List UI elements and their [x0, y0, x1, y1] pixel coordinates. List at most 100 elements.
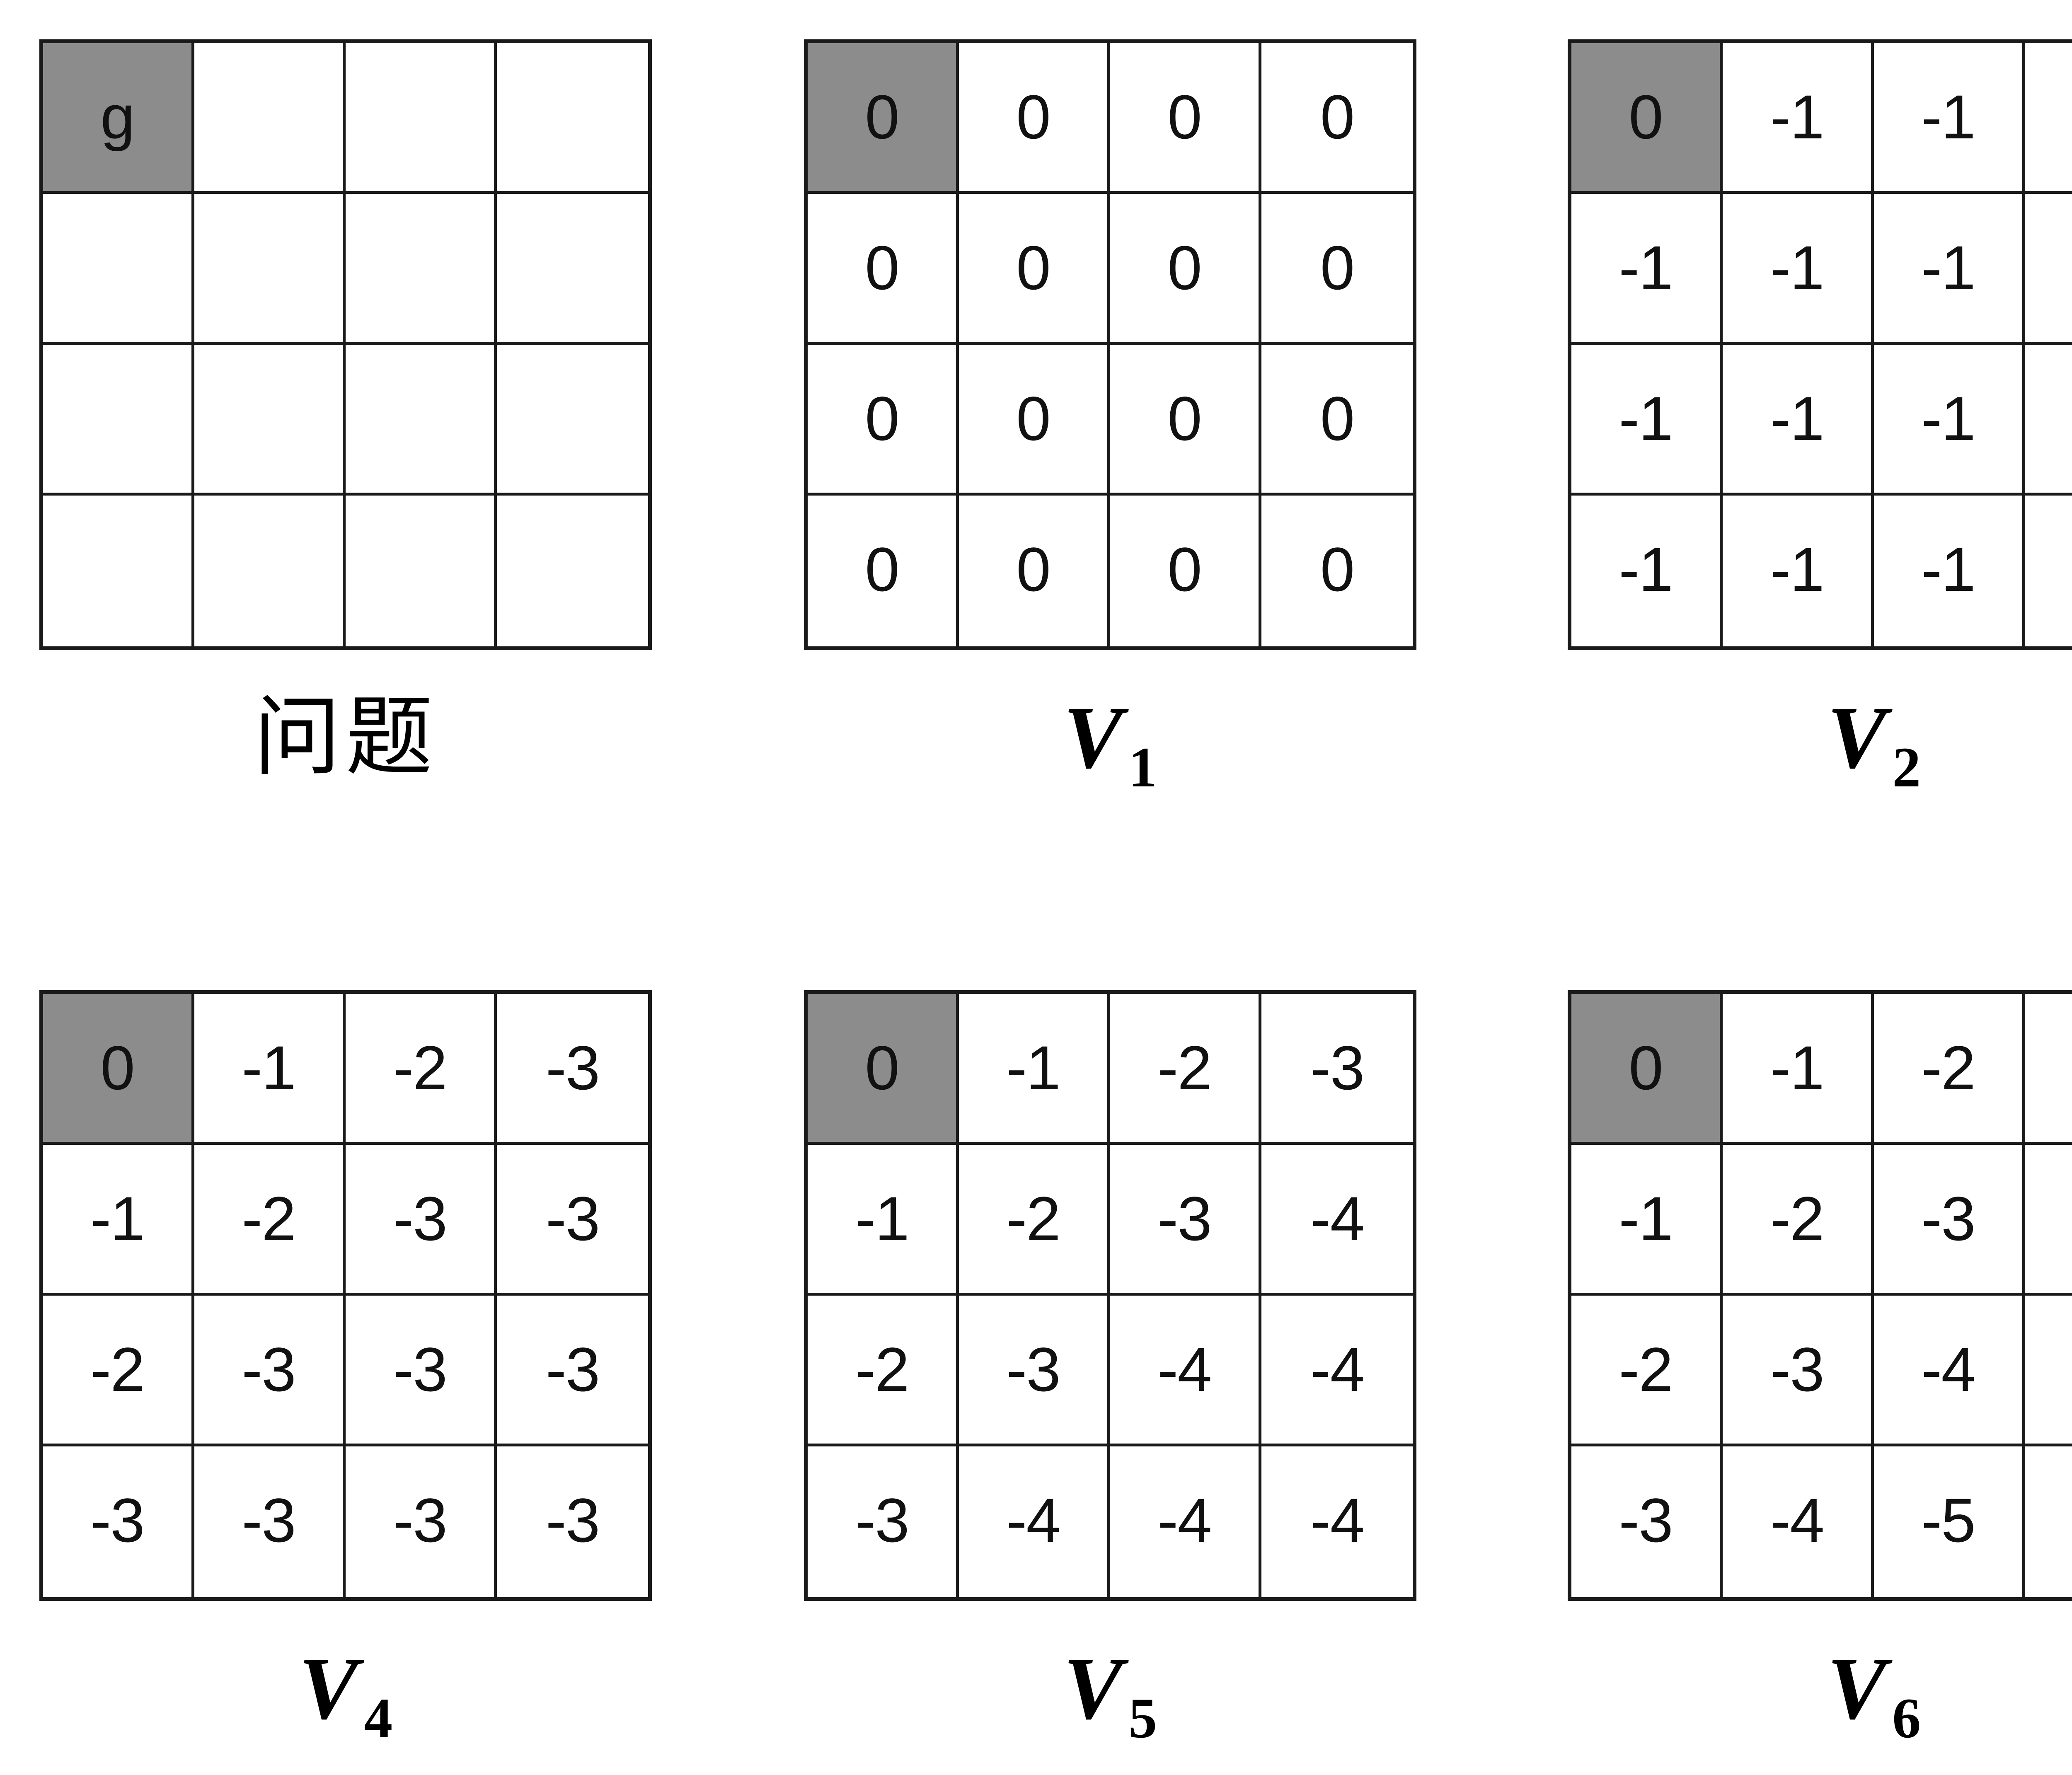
grid-cell: 0 [808, 194, 959, 345]
value-grid-v4: 0-1-2-3-1-2-3-3-2-3-3-3-3-3-3-3 [39, 990, 652, 1601]
cell-value: -1 [1921, 82, 1975, 152]
cell-value: -4 [1310, 1184, 1365, 1253]
caption-label: 问题 [253, 686, 438, 788]
cell-value: -1 [1921, 233, 1975, 302]
cell-value: 0 [1167, 534, 1202, 604]
panel-caption-problem: 问题 [39, 650, 652, 824]
cell-value: -2 [1770, 1184, 1824, 1253]
grid-cell: -3 [1261, 994, 1413, 1145]
cell-value: -3 [242, 1335, 296, 1404]
grid-cell: -3 [1571, 1446, 1723, 1597]
grid-cell: -1 [1874, 345, 2025, 496]
grid-cell: -3 [43, 1446, 194, 1597]
grid-cell: -3 [194, 1296, 346, 1446]
grid-cell: -2 [959, 1145, 1110, 1296]
cell-value: -3 [242, 1485, 296, 1555]
cell-value: -1 [1921, 534, 1975, 604]
cell-value: -2 [855, 1335, 909, 1404]
grid-panel-v6: 0-1-2-3-1-2-3-4-2-3-4-5-3-4-5-5V6 [1568, 990, 2072, 1746]
grid-cell: -2 [1110, 994, 1261, 1145]
cell-value: 0 [1167, 384, 1202, 453]
grid-cell: -1 [1571, 194, 1723, 345]
caption-symbol: V [298, 1638, 358, 1738]
grid-cell: -1 [1723, 994, 1874, 1145]
grid-cell: -1 [1874, 496, 2025, 646]
cell-value: 0 [1016, 384, 1051, 453]
value-grid-v6: 0-1-2-3-1-2-3-4-2-3-4-5-3-4-5-5 [1568, 990, 2072, 1601]
cell-value: 0 [1320, 384, 1355, 453]
grid-cell: 0 [1261, 194, 1413, 345]
grid-cell [194, 345, 346, 496]
grid-cell: 0 [1110, 345, 1261, 496]
cell-value: -1 [1921, 384, 1975, 453]
cell-value: -4 [1770, 1485, 1824, 1555]
grid-cell: -3 [346, 1145, 497, 1296]
grid-cell-start: 0 [808, 994, 959, 1145]
cell-value: -1 [1619, 233, 1673, 302]
cell-value: -1 [1770, 1033, 1824, 1103]
caption-subscript: 6 [1892, 1686, 1921, 1750]
grid-cell: -1 [2025, 194, 2072, 345]
caption-subscript: 5 [1128, 1686, 1157, 1750]
cell-value: -1 [1770, 384, 1824, 453]
cell-value: -3 [393, 1184, 447, 1253]
grid-cell: -3 [194, 1446, 346, 1597]
grid-cell: 0 [1110, 194, 1261, 345]
cell-value: 0 [1320, 233, 1355, 302]
cell-value: -2 [393, 1033, 447, 1103]
cell-value: -1 [1770, 534, 1824, 604]
grid-cell: -3 [1874, 1145, 2025, 1296]
grid-cell: 0 [808, 496, 959, 646]
cell-value: -3 [545, 1335, 600, 1404]
grid-cell: -3 [808, 1446, 959, 1597]
cell-value: -4 [1310, 1485, 1365, 1555]
cell-value: -1 [90, 1184, 145, 1253]
cell-value: -3 [1619, 1485, 1673, 1555]
cell-value: -1 [1770, 82, 1824, 152]
cell-value: 0 [1629, 82, 1663, 152]
grid-cell: -3 [959, 1296, 1110, 1446]
grid-cell: -1 [808, 1145, 959, 1296]
cell-value: 0 [1167, 233, 1202, 302]
cell-value: -2 [90, 1335, 145, 1404]
grid-cell: -1 [959, 994, 1110, 1145]
grid-cell: -1 [2025, 496, 2072, 646]
cell-value: -3 [90, 1485, 145, 1555]
caption-symbol: V [1063, 1638, 1123, 1738]
cell-value: 0 [865, 82, 899, 152]
grid-cell: -4 [1261, 1145, 1413, 1296]
grid-cell: -4 [1261, 1446, 1413, 1597]
grid-cell-start: 0 [1571, 994, 1723, 1145]
grid-cell [43, 496, 194, 646]
cell-value: 0 [1016, 82, 1051, 152]
caption-symbol: V [1063, 687, 1123, 787]
cell-value: -4 [1310, 1335, 1365, 1404]
grid-cell: -1 [43, 1145, 194, 1296]
grid-cell-start: g [43, 43, 194, 194]
cell-value: -3 [393, 1335, 447, 1404]
grid-cell: -3 [2025, 994, 2072, 1145]
grid-cell: -4 [959, 1446, 1110, 1597]
grid-cell-start: 0 [808, 43, 959, 194]
grid-cell: -1 [1723, 345, 1874, 496]
grid-cell [194, 43, 346, 194]
grid-cell: -3 [497, 994, 648, 1145]
grid-cell: 0 [959, 496, 1110, 646]
grid-cell: -3 [1723, 1296, 1874, 1446]
grid-cell: -3 [497, 1446, 648, 1597]
grid-cell: -2 [808, 1296, 959, 1446]
cell-value: -3 [1310, 1033, 1365, 1103]
cell-value: -1 [1619, 1184, 1673, 1253]
cell-value: -2 [1006, 1184, 1060, 1253]
grid-cell: -2 [1874, 994, 2025, 1145]
grid-cell [43, 345, 194, 496]
